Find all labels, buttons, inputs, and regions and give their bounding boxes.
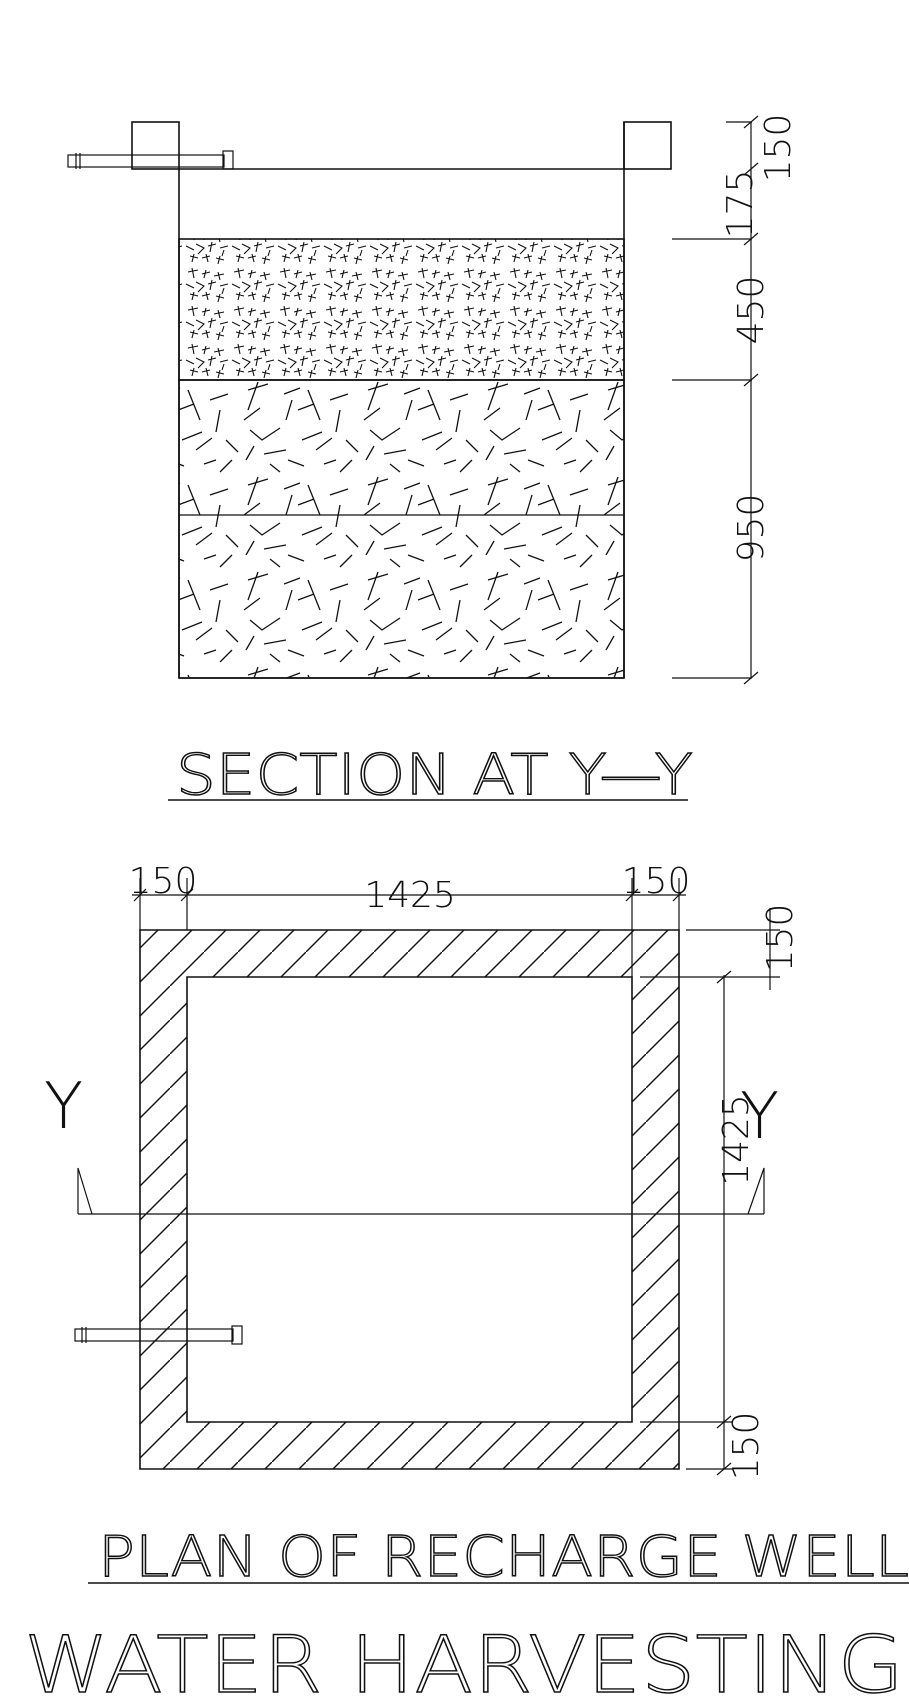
plan-dim-right-top: 150 bbox=[760, 904, 801, 973]
main-title: WATER HARVESTING bbox=[24, 1621, 904, 1708]
section-marker-right: Y bbox=[740, 1080, 779, 1154]
right-wall-cap bbox=[623, 121, 672, 170]
dim-label-950: 950 bbox=[731, 494, 772, 563]
section-title: SECTION AT Y—Y bbox=[176, 743, 693, 808]
inlet-pipe-section bbox=[67, 150, 234, 170]
plan-dim-top-mid: 1425 bbox=[364, 875, 456, 916]
boulder-filter-layer bbox=[178, 379, 625, 679]
section-cut-line bbox=[77, 1167, 765, 1215]
inlet-pipe-plan bbox=[74, 1325, 243, 1345]
plan-view: Y Y 150 1425 150 150 bbox=[44, 861, 909, 1591]
dim-label-150: 150 bbox=[758, 114, 799, 183]
plan-dim-right-mid: 1425 bbox=[716, 1094, 757, 1186]
section-marker-left: Y bbox=[44, 1070, 83, 1144]
plan-dim-right-bottom: 150 bbox=[726, 1412, 767, 1481]
plan-top-dimensions bbox=[132, 878, 686, 930]
dim-label-175: 175 bbox=[720, 170, 761, 239]
section-dimensions bbox=[672, 115, 759, 685]
section-view: 150 175 450 950 SECTION AT Y—Y bbox=[67, 114, 799, 809]
plan-title: PLAN OF RECHARGE WELL bbox=[98, 1525, 909, 1590]
dim-label-450: 450 bbox=[731, 276, 772, 345]
plan-dim-top-left: 150 bbox=[129, 861, 198, 902]
left-wall-cap bbox=[131, 121, 180, 170]
gravel-filter-layer bbox=[178, 238, 625, 381]
plan-dim-top-right: 150 bbox=[622, 861, 691, 902]
plan-right-dimensions bbox=[640, 908, 780, 1476]
plan-walls-hatched bbox=[139, 929, 680, 1470]
